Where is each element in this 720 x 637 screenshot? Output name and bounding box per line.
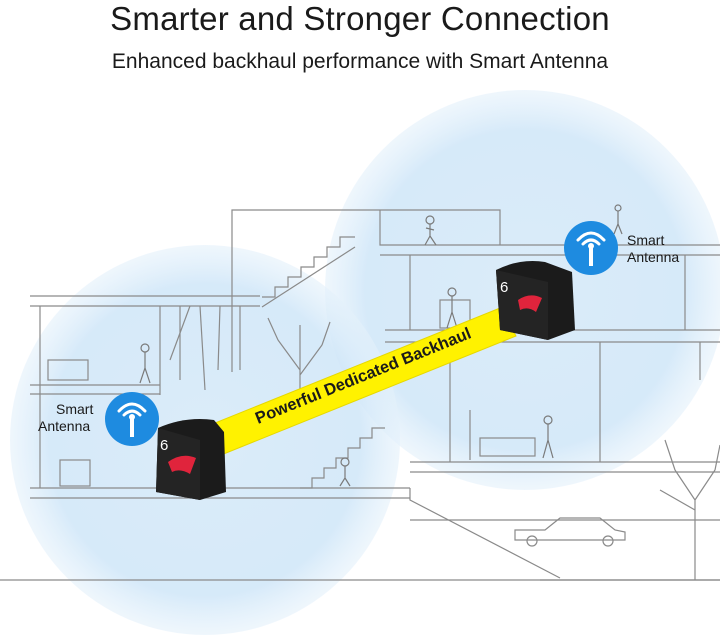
router-right: 6: [496, 261, 575, 340]
page-title: Smarter and Stronger Connection: [110, 0, 610, 37]
antenna-icon-left: [105, 392, 159, 446]
svg-text:6: 6: [500, 279, 508, 296]
page-subtitle: Enhanced backhaul performance with Smart…: [111, 50, 609, 73]
router-left: 6: [156, 419, 226, 500]
antenna-icon-right: [564, 221, 618, 275]
antenna-label-right: Smart Antenna: [627, 232, 680, 265]
svg-text:6: 6: [160, 437, 168, 454]
antenna-label-left: Smart Antenna: [38, 401, 94, 434]
